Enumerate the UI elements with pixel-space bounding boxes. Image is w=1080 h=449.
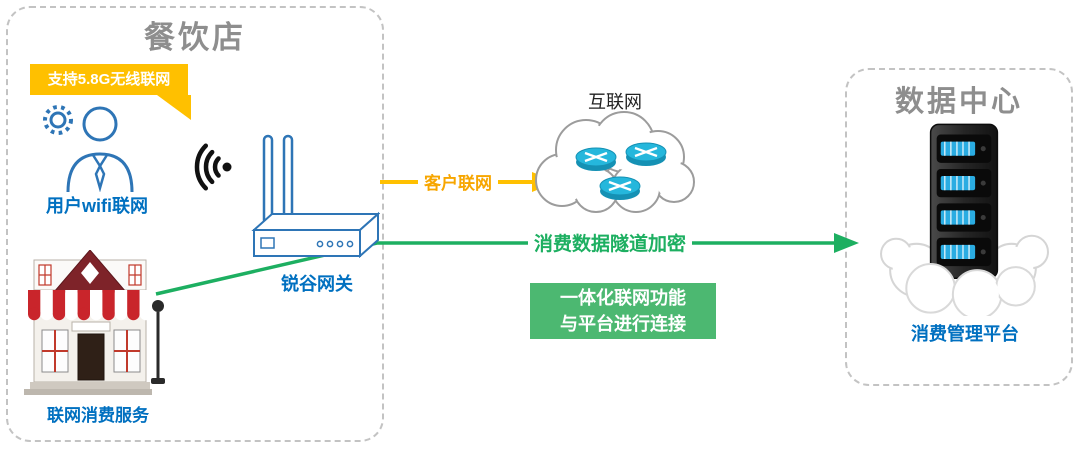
router-nodes bbox=[575, 142, 667, 200]
user-wifi-label: 用户wifi联网 bbox=[46, 196, 148, 216]
info-box-line2: 与平台进行连接 bbox=[560, 314, 686, 334]
storefront-icon bbox=[22, 250, 172, 400]
datacenter-zone-title: 数据中心 bbox=[894, 86, 1023, 118]
restaurant-zone bbox=[6, 6, 384, 442]
internet-label: 互联网 bbox=[588, 92, 642, 112]
wireless-5g8-badge: 支持5.8G无线联网 bbox=[30, 64, 191, 120]
customer-link-label: 客户联网 bbox=[418, 168, 498, 195]
integration-info-box: 一体化联网功能 与平台进行连接 bbox=[530, 283, 716, 339]
wifi-signal-icon bbox=[182, 136, 242, 198]
gateway-label: 锐谷网关 bbox=[281, 274, 353, 294]
info-box-line1: 一体化联网功能 bbox=[560, 288, 686, 308]
internet-cloud-icon bbox=[524, 102, 704, 217]
restaurant-zone-title: 餐饮店 bbox=[144, 20, 246, 55]
platform-label: 消费管理平台 bbox=[911, 324, 1019, 344]
datacenter-zone bbox=[845, 68, 1073, 386]
user-with-gear-icon bbox=[36, 98, 148, 192]
router-gateway-icon bbox=[248, 134, 380, 258]
store-service-label: 联网消费服务 bbox=[47, 406, 149, 425]
cloud-server-icon bbox=[878, 118, 1050, 316]
tunnel-encryption-label: 消费数据隧道加密 bbox=[528, 228, 693, 257]
